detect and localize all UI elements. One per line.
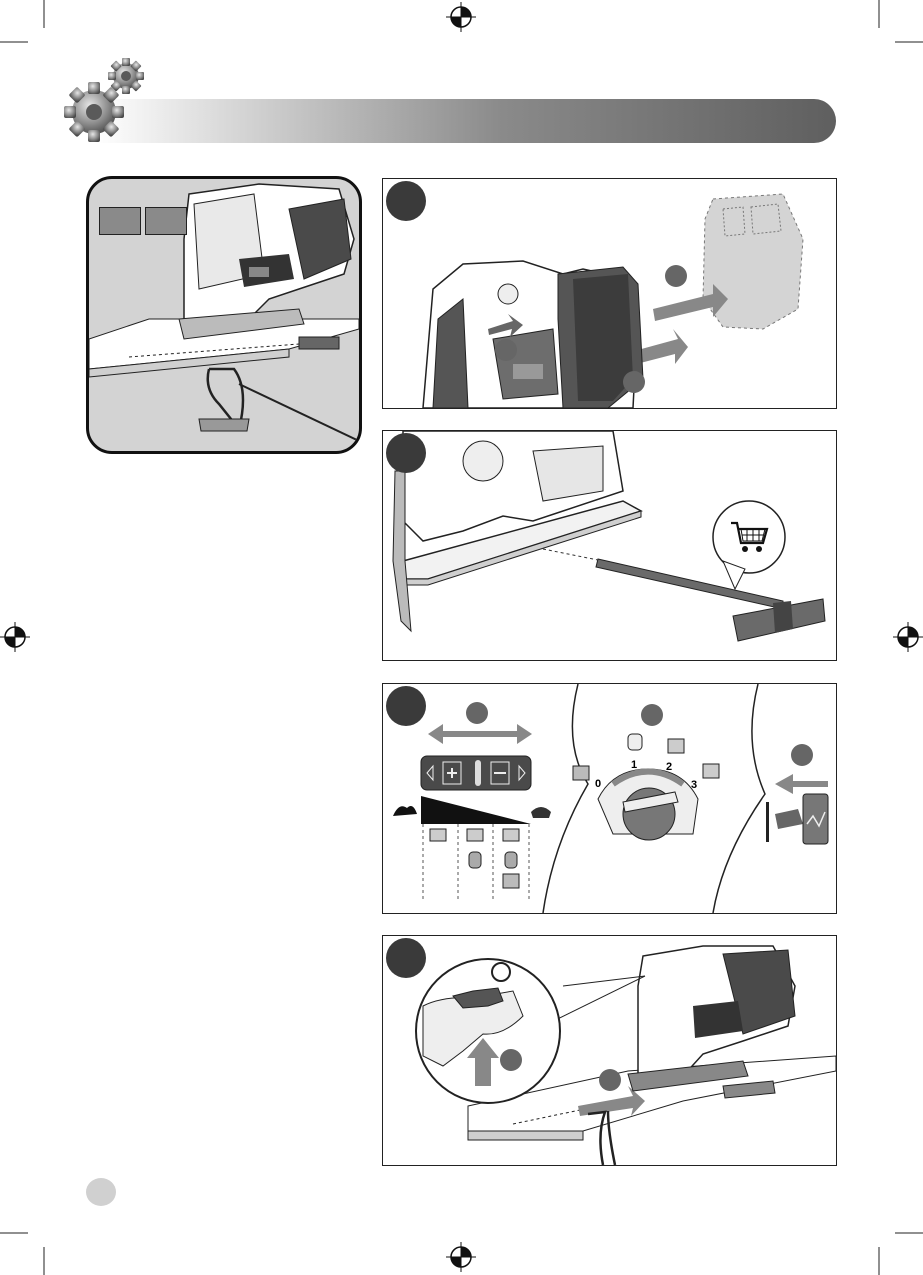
dial-number-0: 0: [595, 778, 601, 790]
registration-mark-right: [893, 622, 923, 652]
step-1-substep-c: [665, 265, 687, 287]
battery-insert-illustration: [383, 179, 836, 408]
step-1-substep-b: [623, 371, 645, 393]
step-3-panel: 0 1 2 3: [382, 683, 837, 914]
overview-label-box-2: [145, 207, 187, 235]
step-4-substep-a: [500, 1049, 522, 1071]
step-1-panel: [382, 178, 837, 409]
step-3-substep-c: [791, 744, 813, 766]
dial-number-1: 1: [631, 759, 637, 771]
step-2-panel: [382, 430, 837, 661]
dial-number-3: 3: [691, 779, 697, 791]
step-3-substep-b: [641, 704, 663, 726]
step-1-number-circle: [386, 181, 426, 221]
header-bar: [95, 99, 836, 143]
step-3-number-circle: [386, 686, 426, 726]
step-3-substep-a: [466, 702, 488, 724]
gears-icon: [58, 56, 168, 146]
speed-and-orbital-illustration: [383, 684, 836, 913]
step-4-substep-b: [599, 1069, 621, 1091]
step-2-number-circle: [386, 433, 426, 473]
registration-mark-top: [446, 2, 476, 32]
cutting-illustration: [383, 936, 836, 1165]
page-number-marker: [86, 1178, 116, 1206]
shopping-cart-icon: [729, 519, 769, 555]
step-4-number-circle: [386, 938, 426, 978]
registration-mark-bottom: [446, 1242, 476, 1272]
step-4-panel: [382, 935, 837, 1166]
overview-label-box-1: [99, 207, 141, 235]
overview-panel: [86, 176, 362, 454]
step-1-substep-a: [495, 339, 517, 361]
registration-mark-left: [0, 622, 30, 652]
dial-number-2: 2: [666, 761, 672, 773]
